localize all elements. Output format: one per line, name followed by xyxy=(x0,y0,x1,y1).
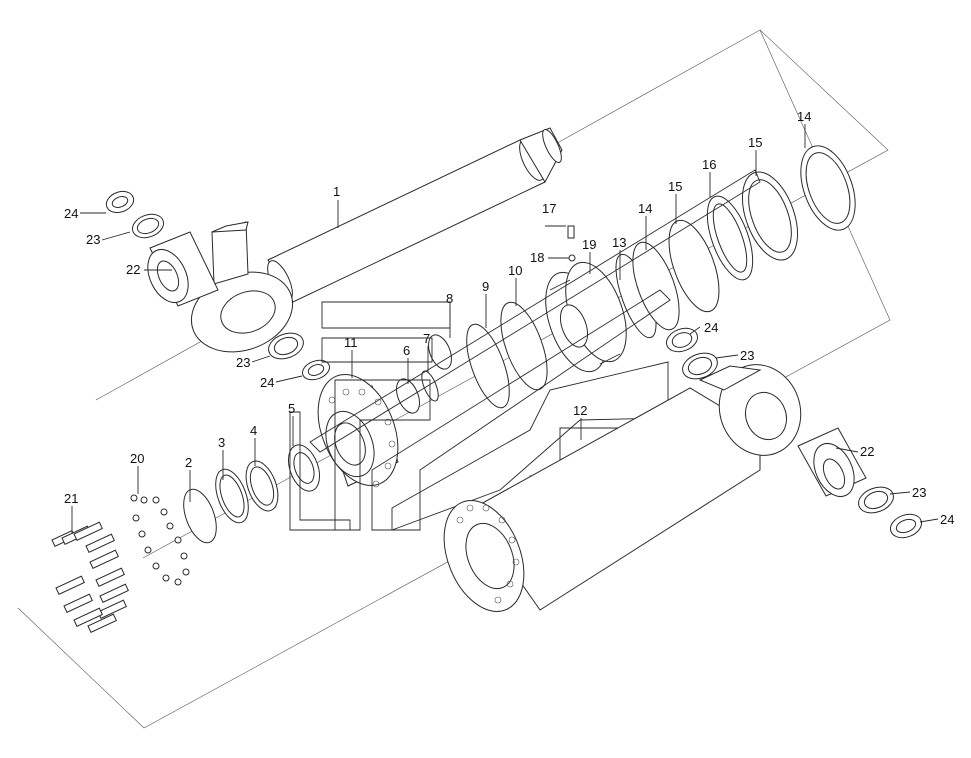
rings-mid-left xyxy=(268,332,331,381)
callout-8: 8 xyxy=(446,291,453,306)
piston xyxy=(545,261,627,373)
callout-23-right-top: 23 xyxy=(740,348,754,363)
callout-24-left-top: 24 xyxy=(64,206,78,221)
callout-12: 12 xyxy=(573,403,587,418)
callout-3: 3 xyxy=(218,435,225,450)
washer-set xyxy=(130,494,190,586)
rings-2-3-4 xyxy=(183,460,279,544)
callout-14-outer: 14 xyxy=(797,109,811,124)
callout-labels: 1 2 3 4 5 6 7 8 9 10 11 12 13 14 14 15 1… xyxy=(64,109,954,527)
callout-5: 5 xyxy=(288,401,295,416)
callout-20: 20 xyxy=(130,451,144,466)
callout-19: 19 xyxy=(582,237,596,252)
piston-rod xyxy=(267,127,563,303)
callout-6: 6 xyxy=(403,343,410,358)
callout-17: 17 xyxy=(542,201,556,216)
callout-4: 4 xyxy=(250,423,257,438)
callout-9: 9 xyxy=(482,279,489,294)
callout-15-outer: 15 xyxy=(748,135,762,150)
callout-7: 7 xyxy=(423,331,430,346)
callout-24-right-top: 24 xyxy=(704,320,718,335)
bushing-left xyxy=(147,231,219,307)
callout-23-right-bottom: 23 xyxy=(912,485,926,500)
callout-21: 21 xyxy=(64,491,78,506)
callout-23-left-mid: 23 xyxy=(236,355,250,370)
callout-24-left-mid: 24 xyxy=(260,375,274,390)
callout-24-right-bottom: 24 xyxy=(940,512,954,527)
callout-22-right: 22 xyxy=(860,444,874,459)
piston-rings xyxy=(615,145,856,339)
callout-2: 2 xyxy=(185,455,192,470)
callout-11: 11 xyxy=(344,335,358,350)
callout-10: 10 xyxy=(508,263,522,278)
rings-right xyxy=(666,327,922,539)
bushing-right xyxy=(797,427,867,497)
cylinder-barrel xyxy=(443,387,761,612)
callout-14-inner: 14 xyxy=(638,201,652,216)
callout-13: 13 xyxy=(612,235,626,250)
seal-parts-6-7 xyxy=(396,334,452,414)
set-screw-parts xyxy=(567,225,576,262)
callout-15-inner: 15 xyxy=(668,179,682,194)
callout-1: 1 xyxy=(333,184,340,199)
ring-5 xyxy=(287,444,321,492)
callout-18: 18 xyxy=(530,250,544,265)
callout-22-left: 22 xyxy=(126,262,140,277)
rod-eye xyxy=(190,221,294,353)
rings-left-top xyxy=(105,190,164,239)
callout-16: 16 xyxy=(702,157,716,172)
piston-seals-9-10 xyxy=(466,301,548,409)
leader-lines xyxy=(71,124,939,534)
cylinder-clevis xyxy=(698,364,802,456)
bolt-set xyxy=(51,521,129,634)
callout-23-left-top: 23 xyxy=(86,232,100,247)
